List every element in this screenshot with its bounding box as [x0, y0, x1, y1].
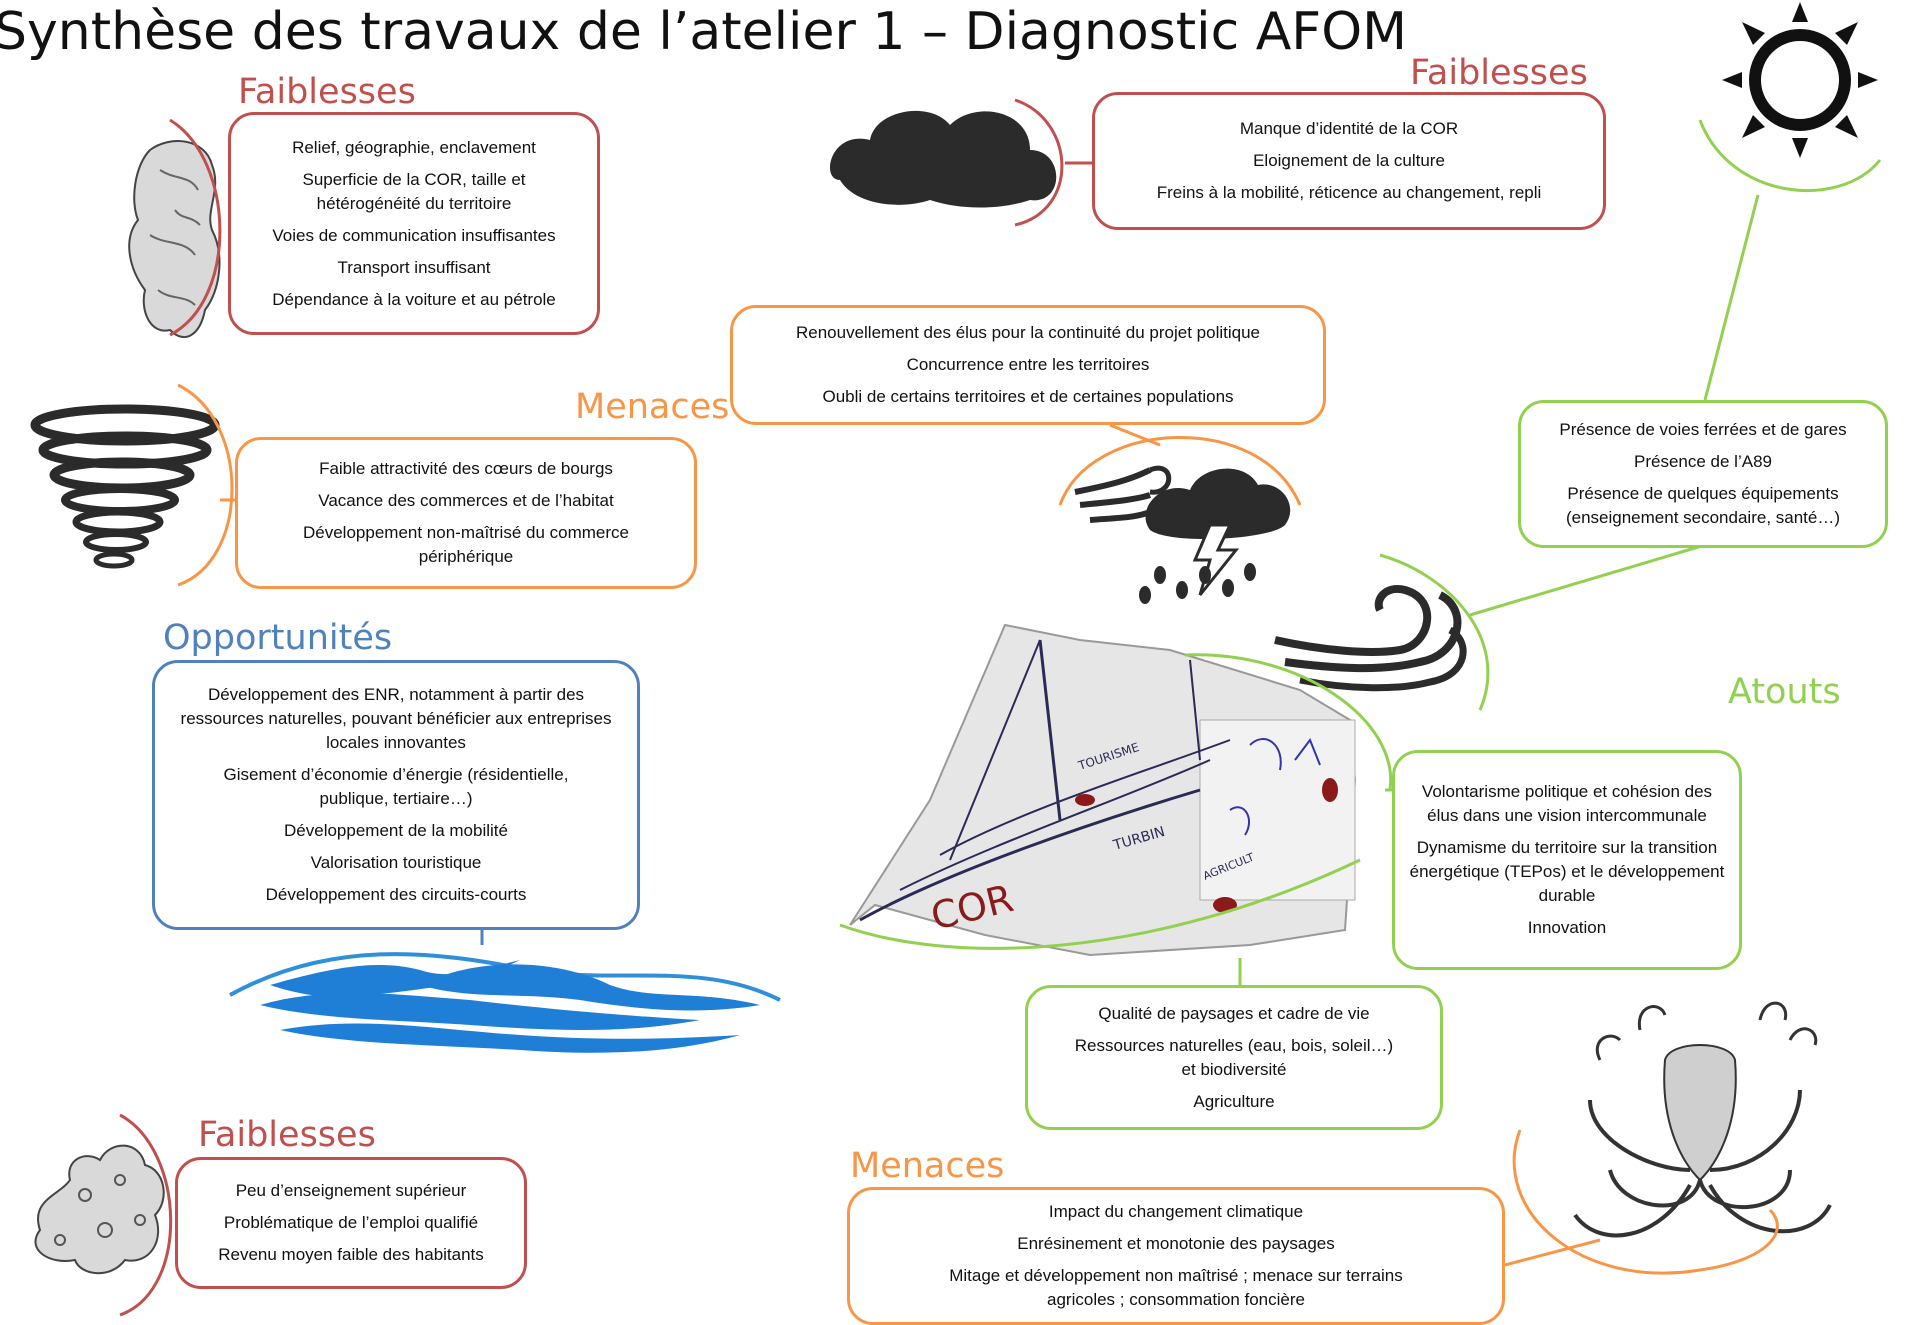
- menaces-tornado-item: Vacance des commerces et de l’habitat: [318, 491, 614, 510]
- faiblesses-relief-item: Transport insuffisant: [337, 257, 491, 277]
- heading-faiblesses-coral: Faiblesses: [198, 1115, 376, 1155]
- coral-icon: [34, 1144, 165, 1275]
- atouts-sun-item: Présence de quelques équipements (enseig…: [1565, 484, 1841, 527]
- atouts-sun-item: Présence de voies ferrées et de gares: [1559, 420, 1847, 439]
- box-menaces-storm: Renouvellement des élus pour la continui…: [730, 305, 1326, 425]
- box-atouts-main: Volontarisme politique et cohésion des é…: [1392, 750, 1742, 970]
- box-menaces-tornado: Faible attractivité des cœurs de bourgs …: [235, 437, 697, 589]
- faiblesses-cloud-item: Manque d’identité de la COR: [1239, 119, 1459, 138]
- atouts-bottom-item: Ressources naturelles (eau, bois, soleil…: [1074, 1035, 1394, 1079]
- arc-boat-bottom: [839, 858, 1361, 950]
- boat-sketch-icon: [849, 623, 1357, 957]
- faiblesses-relief-item: Relief, géographie, enclavement: [292, 137, 536, 157]
- faiblesses-cloud-item: Eloignement de la culture: [1253, 151, 1445, 170]
- heading-faiblesses-cloud: Faiblesses: [1410, 53, 1588, 93]
- wind-icon: [1274, 585, 1467, 692]
- atouts-bottom-item: Agriculture: [1193, 1091, 1275, 1111]
- arc-storm: [1058, 436, 1302, 506]
- kraken-icon: [1573, 1001, 1832, 1238]
- opportunites-item: Développement des circuits-courts: [265, 885, 527, 904]
- heading-menaces-kraken: Menaces: [850, 1146, 1005, 1186]
- opportunites-item: Développement des ENR, notamment à parti…: [180, 685, 612, 752]
- faiblesses-coral-item: Revenu moyen faible des habitants: [218, 1245, 484, 1264]
- atouts-main-item: Volontarisme politique et cohésion des é…: [1421, 782, 1713, 825]
- atouts-main-item: Dynamisme du territoire sur la transitio…: [1409, 838, 1725, 905]
- cloud-icon: [830, 110, 1057, 208]
- faiblesses-relief-item: Voies de communication insuffisantes: [272, 225, 556, 245]
- box-menaces-kraken: Impact du changement climatique Enrésine…: [847, 1187, 1505, 1325]
- storm-icon: [1074, 465, 1291, 604]
- rock-icon: [128, 140, 221, 339]
- bracket-tornado: [177, 383, 234, 587]
- menaces-tornado-item: Faible attractivité des cœurs de bourgs: [319, 459, 613, 478]
- heading-opportunites: Opportunités: [163, 618, 393, 658]
- box-faiblesses-relief: Relief, géographie, enclavement Superfic…: [228, 112, 600, 335]
- faiblesses-cloud-item: Freins à la mobilité, réticence au chang…: [1156, 183, 1542, 202]
- menaces-tornado-item: Développement non-maîtrisé du commerce p…: [303, 523, 629, 566]
- heading-faiblesses-relief: Faiblesses: [238, 72, 416, 112]
- faiblesses-coral-item: Problématique de l’emploi qualifié: [223, 1213, 479, 1232]
- box-atouts-sun: Présence de voies ferrées et de gares Pr…: [1518, 400, 1888, 548]
- menaces-kraken-item: Impact du changement climatique: [1048, 1202, 1304, 1221]
- arc-boat-top: [1184, 653, 1393, 791]
- page-title: Synthèse des travaux de l’atelier 1 – Di…: [0, 2, 1407, 62]
- arc-wind: [1379, 553, 1490, 711]
- arc-sun: [1698, 119, 1882, 193]
- opportunites-item: Développement de la mobilité: [284, 821, 508, 840]
- tornado-icon: [30, 404, 220, 569]
- faiblesses-relief-item: Dépendance à la voiture et au pétrole: [272, 289, 556, 309]
- box-opportunites: Développement des ENR, notamment à parti…: [152, 660, 640, 930]
- menaces-storm-item: Concurrence entre les territoires: [906, 355, 1150, 374]
- heading-menaces-storm: Menaces: [575, 387, 730, 427]
- box-faiblesses-cloud: Manque d’identité de la COR Eloignement …: [1092, 92, 1606, 230]
- menaces-kraken-item: Enrésinement et monotonie des paysages: [1017, 1234, 1335, 1253]
- arc-kraken: [1512, 1129, 1779, 1275]
- faiblesses-coral-item: Peu d’enseignement supérieur: [235, 1181, 467, 1200]
- menaces-kraken-item: Mitage et développement non maîtrisé ; m…: [949, 1266, 1403, 1309]
- heading-atouts: Atouts: [1728, 672, 1841, 712]
- waves-icon: [229, 952, 781, 1053]
- box-faiblesses-coral: Peu d’enseignement supérieur Problématiq…: [175, 1157, 527, 1289]
- opportunites-item: Valorisation touristique: [310, 853, 482, 872]
- sun-icon: [1722, 2, 1878, 158]
- bracket-faiblesses-cloud: [1014, 98, 1064, 227]
- atouts-bottom-item: Qualité de paysages et cadre de vie: [1098, 1003, 1370, 1023]
- menaces-storm-item: Oubli de certains territoires et de cert…: [822, 387, 1234, 406]
- menaces-storm-item: Renouvellement des élus pour la continui…: [795, 323, 1261, 342]
- atouts-main-item: Innovation: [1527, 918, 1607, 937]
- atouts-sun-item: Présence de l’A89: [1634, 452, 1772, 471]
- faiblesses-relief-item: Superficie de la COR, taille et hétérogé…: [302, 169, 526, 213]
- opportunites-item: Gisement d’économie d’énergie (résidenti…: [223, 765, 569, 808]
- bracket-faiblesses-relief: [169, 118, 222, 337]
- box-atouts-bottom: Qualité de paysages et cadre de vie Ress…: [1025, 985, 1443, 1130]
- bracket-coral: [119, 1113, 173, 1317]
